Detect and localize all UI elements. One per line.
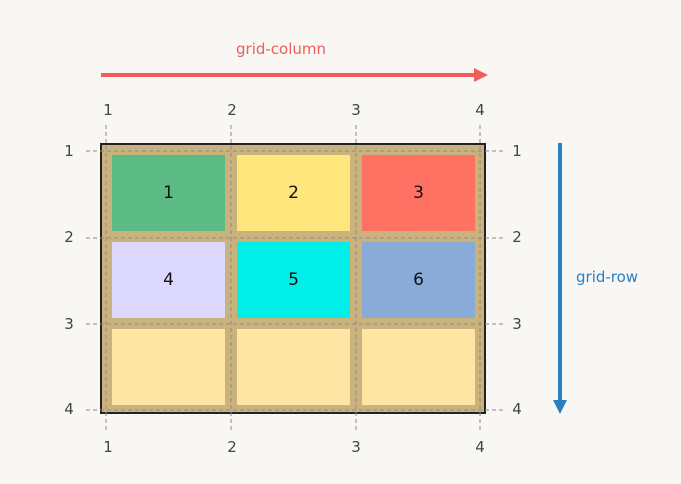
column-line-number-bottom: 1 [103, 438, 113, 456]
grid-cell-empty [112, 329, 225, 405]
grid-row-arrow [553, 143, 567, 414]
column-line-number-top: 3 [351, 101, 361, 119]
grid-column-arrow [101, 68, 488, 82]
column-line-number-bottom: 4 [475, 438, 485, 456]
grid-line-guides [86, 125, 506, 432]
row-line-number-left: 3 [64, 315, 74, 333]
row-line-number-left: 4 [64, 400, 74, 418]
row-line-number-left: 1 [64, 142, 74, 160]
row-line-number-right: 3 [512, 315, 522, 333]
column-line-number-top: 1 [103, 101, 113, 119]
grid-row-label: grid-row [576, 268, 639, 286]
grid-item-5: 5 [237, 242, 350, 318]
column-line-number-top: 4 [475, 101, 485, 119]
grid-item-1: 1 [112, 155, 225, 231]
row-line-number-right: 4 [512, 400, 522, 418]
grid-item-3: 3 [362, 155, 475, 231]
column-line-number-bottom: 2 [227, 438, 237, 456]
grid-column-label: grid-column [236, 40, 327, 58]
grid-cell-empty [362, 329, 475, 405]
grid-container: 1 2 3 4 5 6 [100, 143, 486, 414]
row-line-number-right: 1 [512, 142, 522, 160]
grid-item-4: 4 [112, 242, 225, 318]
grid-item-6: 6 [362, 242, 475, 318]
column-line-number-top: 2 [227, 101, 237, 119]
row-line-number-left: 2 [64, 228, 74, 246]
grid-cell-empty [237, 329, 350, 405]
grid-item-2: 2 [237, 155, 350, 231]
row-line-number-right: 2 [512, 228, 522, 246]
column-line-number-bottom: 3 [351, 438, 361, 456]
